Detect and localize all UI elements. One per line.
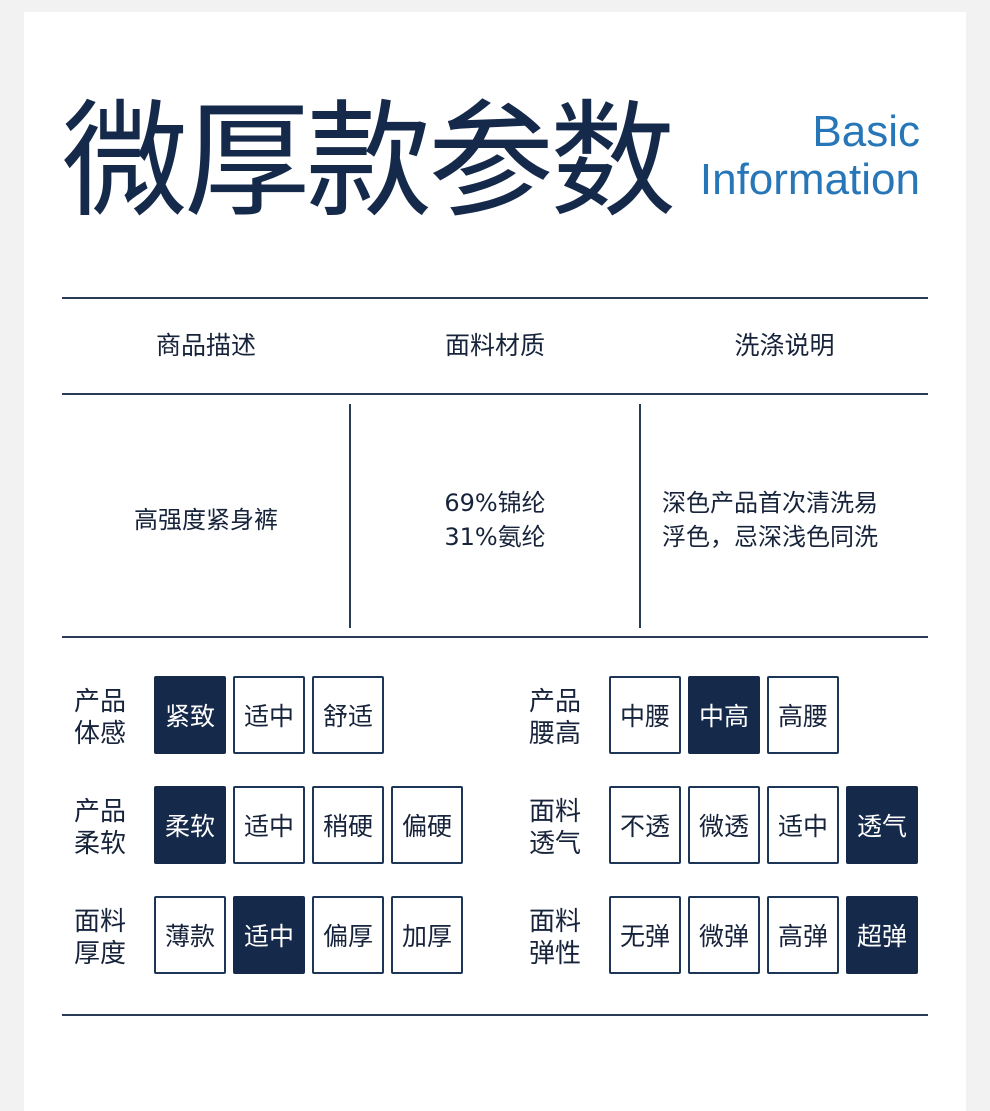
option-group: 不透微透适中透气 (609, 786, 925, 864)
option-box: 微弹 (688, 896, 760, 974)
column-divider-2 (639, 404, 641, 628)
attr-label: 面料 厚度 (74, 907, 127, 969)
option-box: 适中 (233, 786, 305, 864)
header-description: 商品描述 (155, 331, 256, 360)
option-group: 无弹微弹高弹超弹 (609, 896, 925, 974)
table-header-divider (62, 393, 928, 395)
option-box: 舒适 (312, 676, 384, 754)
material-line-1: 69%锦纶 (444, 489, 546, 517)
page-subtitle: Basic Information (700, 108, 920, 204)
option-box: 适中 (767, 786, 839, 864)
option-box: 透气 (846, 786, 918, 864)
column-divider-1 (349, 404, 351, 628)
option-box: 适中 (233, 896, 305, 974)
attr-label: 产品 腰高 (529, 687, 582, 749)
description-text: 高强度紧身裤 (134, 506, 278, 534)
option-box: 超弹 (846, 896, 918, 974)
option-box: 微透 (688, 786, 760, 864)
option-box: 不透 (609, 786, 681, 864)
washing-line-2: 浮色，忌深浅色同洗 (662, 523, 878, 551)
option-box: 柔软 (154, 786, 226, 864)
material-line-2: 31%氨纶 (444, 523, 546, 551)
header-material: 面料材质 (444, 331, 545, 360)
attr-label: 面料 透气 (529, 797, 582, 859)
option-box: 加厚 (391, 896, 463, 974)
option-box: 高腰 (767, 676, 839, 754)
attributes-bottom-divider (62, 1014, 928, 1016)
washing-line-1: 深色产品首次清洗易 (662, 489, 878, 517)
page-title: 微厚款参数 (62, 88, 676, 235)
material-cell: 69%锦纶 31%氨纶 (351, 404, 639, 636)
option-box: 高弹 (767, 896, 839, 974)
subtitle-line-1: Basic (812, 107, 920, 156)
option-group: 薄款适中偏厚加厚 (154, 896, 470, 974)
option-group: 中腰中高高腰 (609, 676, 846, 754)
washing-cell: 深色产品首次清洗易 浮色，忌深浅色同洗 (662, 404, 928, 636)
option-box: 偏厚 (312, 896, 384, 974)
attr-label: 产品 柔软 (74, 797, 127, 859)
option-box: 偏硬 (391, 786, 463, 864)
option-box: 薄款 (154, 896, 226, 974)
description-cell: 高强度紧身裤 (62, 404, 350, 636)
option-group: 柔软适中稍硬偏硬 (154, 786, 470, 864)
header-washing: 洗涤说明 (734, 331, 835, 360)
subtitle-line-2: Information (699, 155, 920, 204)
attr-label: 产品 体感 (74, 687, 127, 749)
attr-label: 面料 弹性 (529, 907, 582, 969)
option-box: 紧致 (154, 676, 226, 754)
option-box: 无弹 (609, 896, 681, 974)
table-bottom-divider (62, 636, 928, 638)
option-box: 中高 (688, 676, 760, 754)
option-box: 中腰 (609, 676, 681, 754)
option-box: 适中 (233, 676, 305, 754)
option-group: 紧致适中舒适 (154, 676, 391, 754)
table-top-divider (62, 297, 928, 299)
option-box: 稍硬 (312, 786, 384, 864)
